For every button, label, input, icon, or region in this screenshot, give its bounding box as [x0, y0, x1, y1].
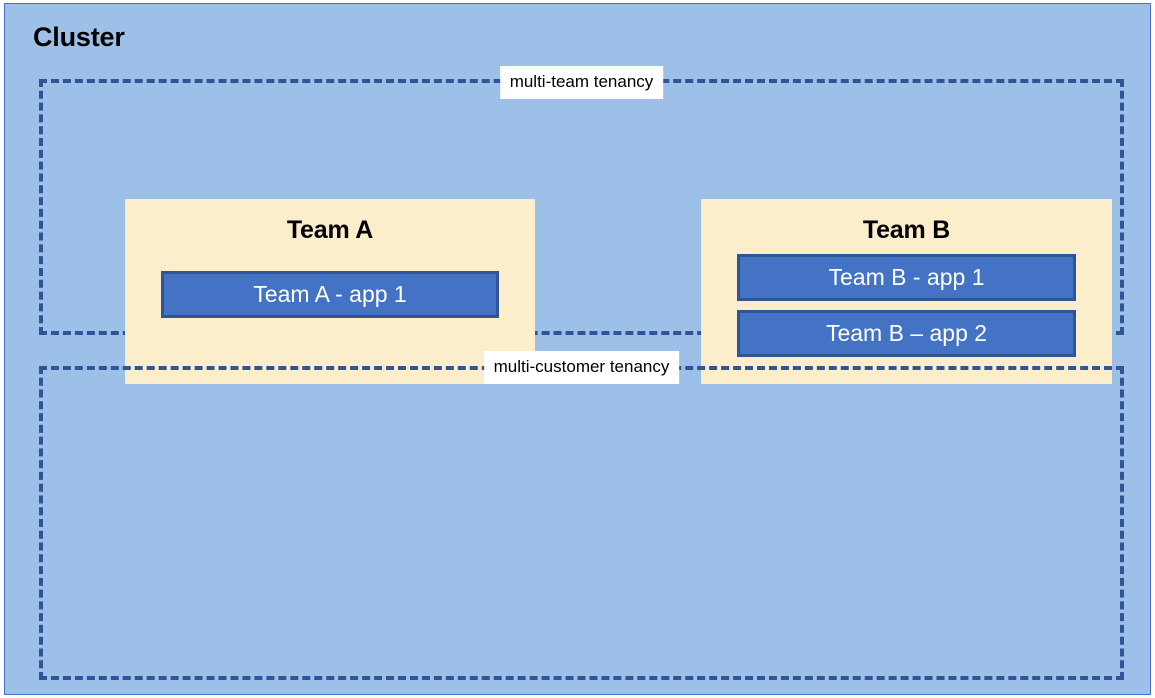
tenancy-label-multi-customer: multi-customer tenancy: [483, 351, 680, 384]
cluster-title: Cluster: [33, 22, 125, 52]
team-title-team-b: Team B: [862, 216, 951, 244]
tenancy-label-multi-team: multi-team tenancy: [499, 66, 664, 99]
team-panel-team-b: Team B Team B - app 1 Team B – app 2: [701, 199, 1112, 384]
app-box[interactable]: Team B – app 2: [737, 310, 1076, 357]
app-list-team-b: Team B - app 1 Team B – app 2: [701, 254, 1112, 357]
tenancy-group-multi-team: multi-team tenancy Team A Team A - app 1…: [39, 66, 1124, 384]
team-panel-team-a: Team A Team A - app 1: [125, 199, 535, 384]
tenancy-group-multi-customer: multi-customer tenancy Team C Team C – a…: [39, 351, 1124, 680]
app-box[interactable]: Team A - app 1: [161, 271, 499, 318]
cluster-region: Cluster multi-team tenancy Team A Team A…: [4, 3, 1151, 695]
app-box[interactable]: Team B - app 1: [737, 254, 1076, 301]
team-title-team-a: Team A: [286, 216, 374, 244]
app-list-team-a: Team A - app 1: [125, 271, 535, 318]
